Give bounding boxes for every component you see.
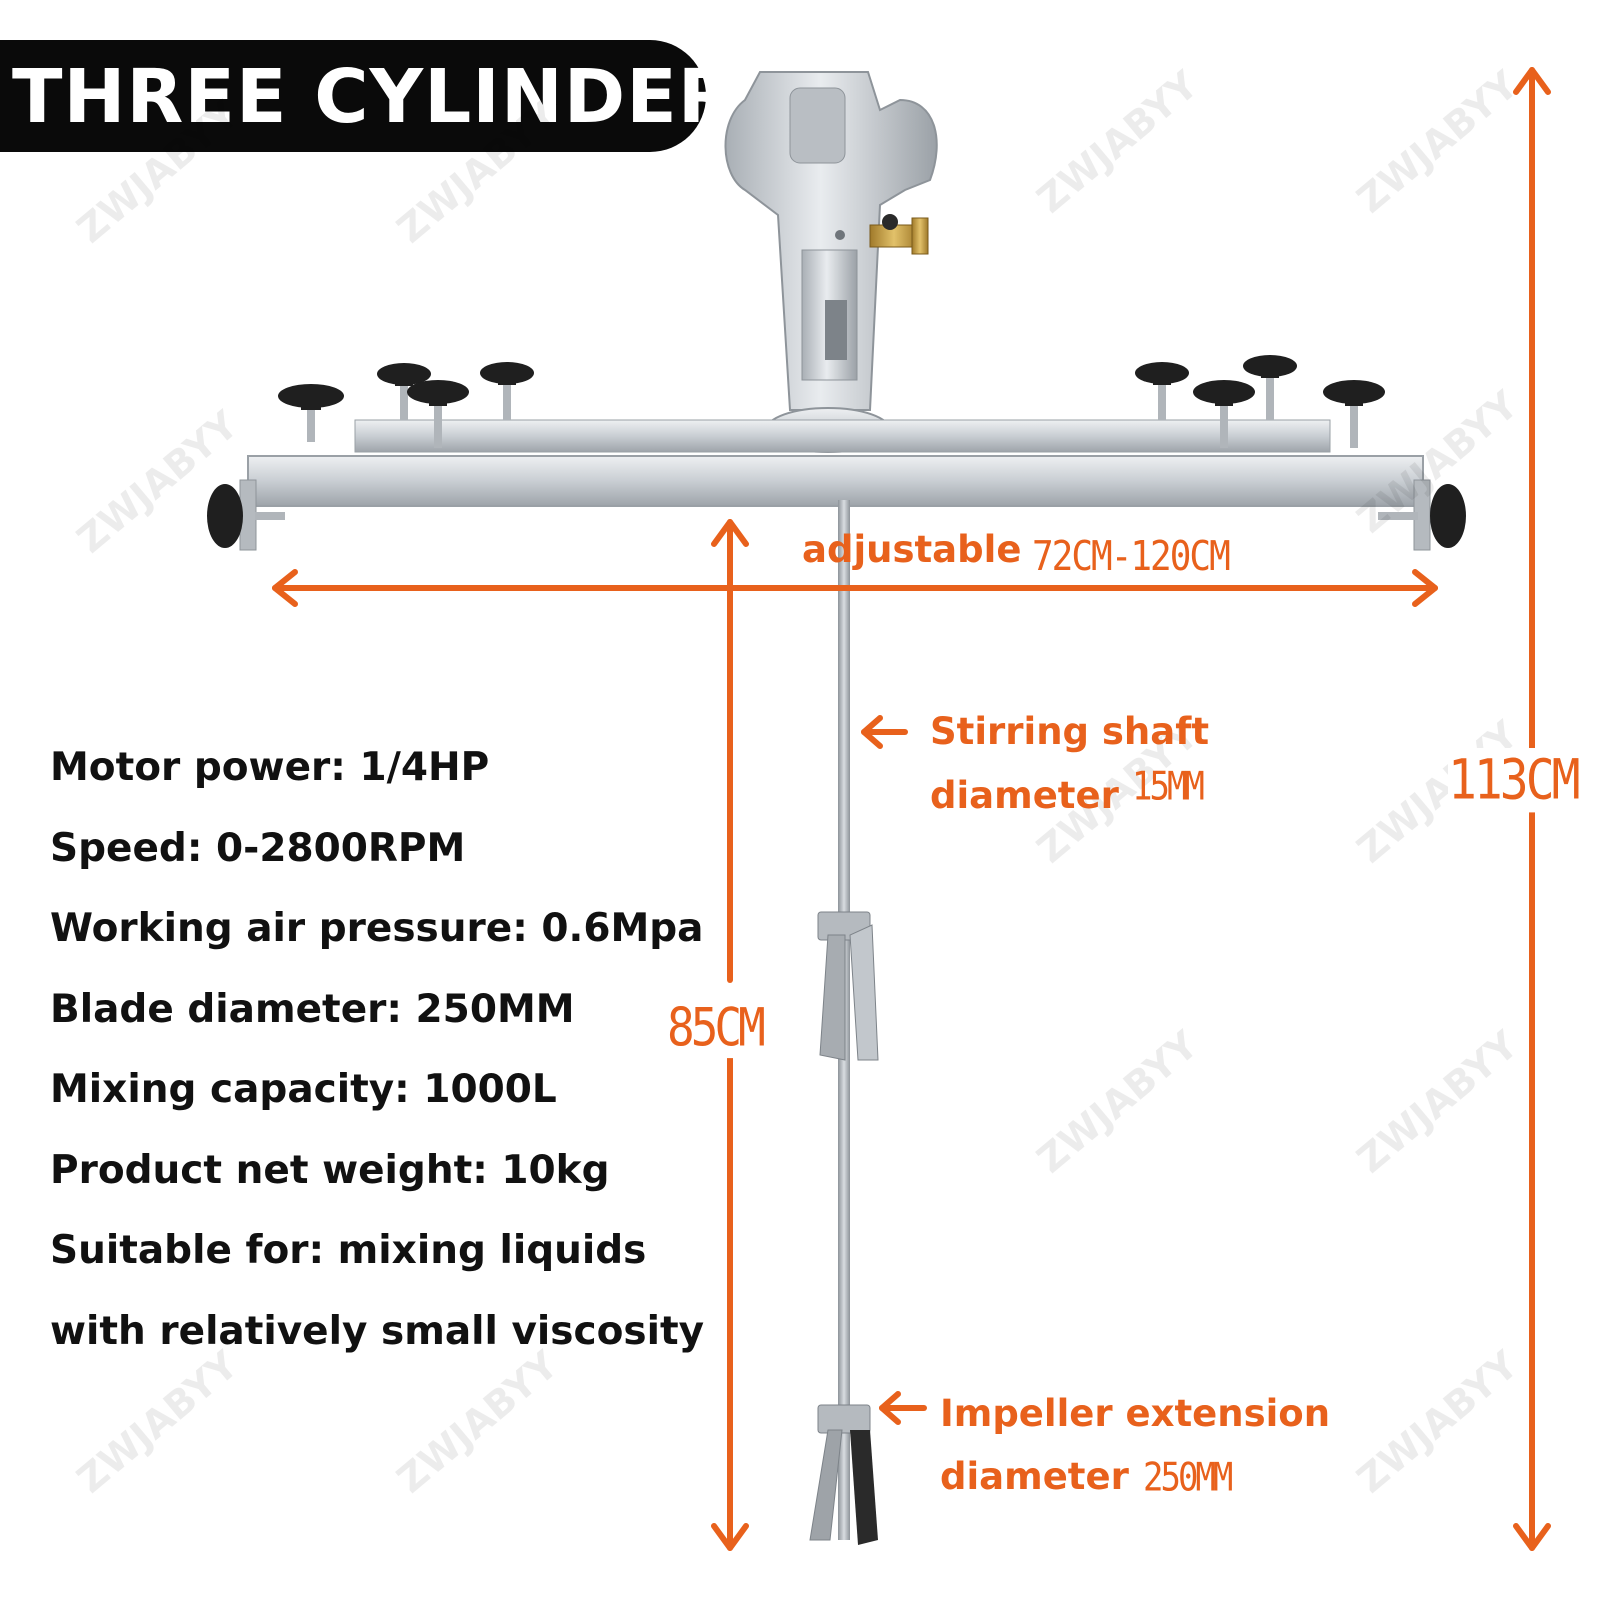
spec-motor-power: Motor power: 1/4HP — [50, 745, 490, 790]
clamp-knobs — [278, 355, 1385, 448]
spec-mixing-capacity: Mixing capacity: 1000L — [50, 1067, 557, 1112]
page-title: THREE CYLINDER — [12, 54, 736, 140]
shaft-diameter-label-line1: Stirring shaft — [930, 710, 1210, 753]
title-banner — [0, 40, 706, 152]
upper-blade — [817, 911, 879, 1061]
spec-suitable-for-cont: with relatively small viscosity — [50, 1308, 705, 1354]
width-label: adjustable — [802, 528, 1022, 571]
dimension-arrows — [272, 67, 1551, 1551]
total-height-label: 113CM — [1448, 748, 1580, 813]
spec-net-weight: Product net weight: 10kg — [50, 1147, 610, 1193]
rear-rail — [354, 419, 1331, 453]
spec-list: Motor power: 1/4HP Speed: 0-2800RPM Work… — [50, 728, 750, 1372]
spec-blade-diameter: Blade diameter: 250MM — [50, 986, 575, 1032]
motor-head — [724, 71, 938, 411]
shaft-diameter-value: 15MM — [1132, 764, 1205, 810]
impeller-label-line2: diameter — [940, 1455, 1129, 1498]
side-knobs — [207, 484, 1466, 548]
impeller-diameter-value: 250MM — [1143, 1455, 1233, 1501]
shaft-diameter-label-line2: diameter — [930, 774, 1119, 817]
width-value: 72CM-120CM — [1032, 533, 1231, 581]
shaft-length-label: 85CM — [667, 996, 766, 1059]
spec-air-pressure: Working air pressure: 0.6Mpa — [50, 906, 704, 951]
air-fitting — [869, 214, 929, 255]
front-rail — [247, 455, 1424, 507]
impeller — [809, 1404, 878, 1545]
impeller-label-line1: Impeller extension — [940, 1392, 1331, 1435]
spec-suitable-for: Suitable for: mixing liquids — [50, 1228, 647, 1273]
spec-speed: Speed: 0-2800RPM — [50, 825, 466, 871]
